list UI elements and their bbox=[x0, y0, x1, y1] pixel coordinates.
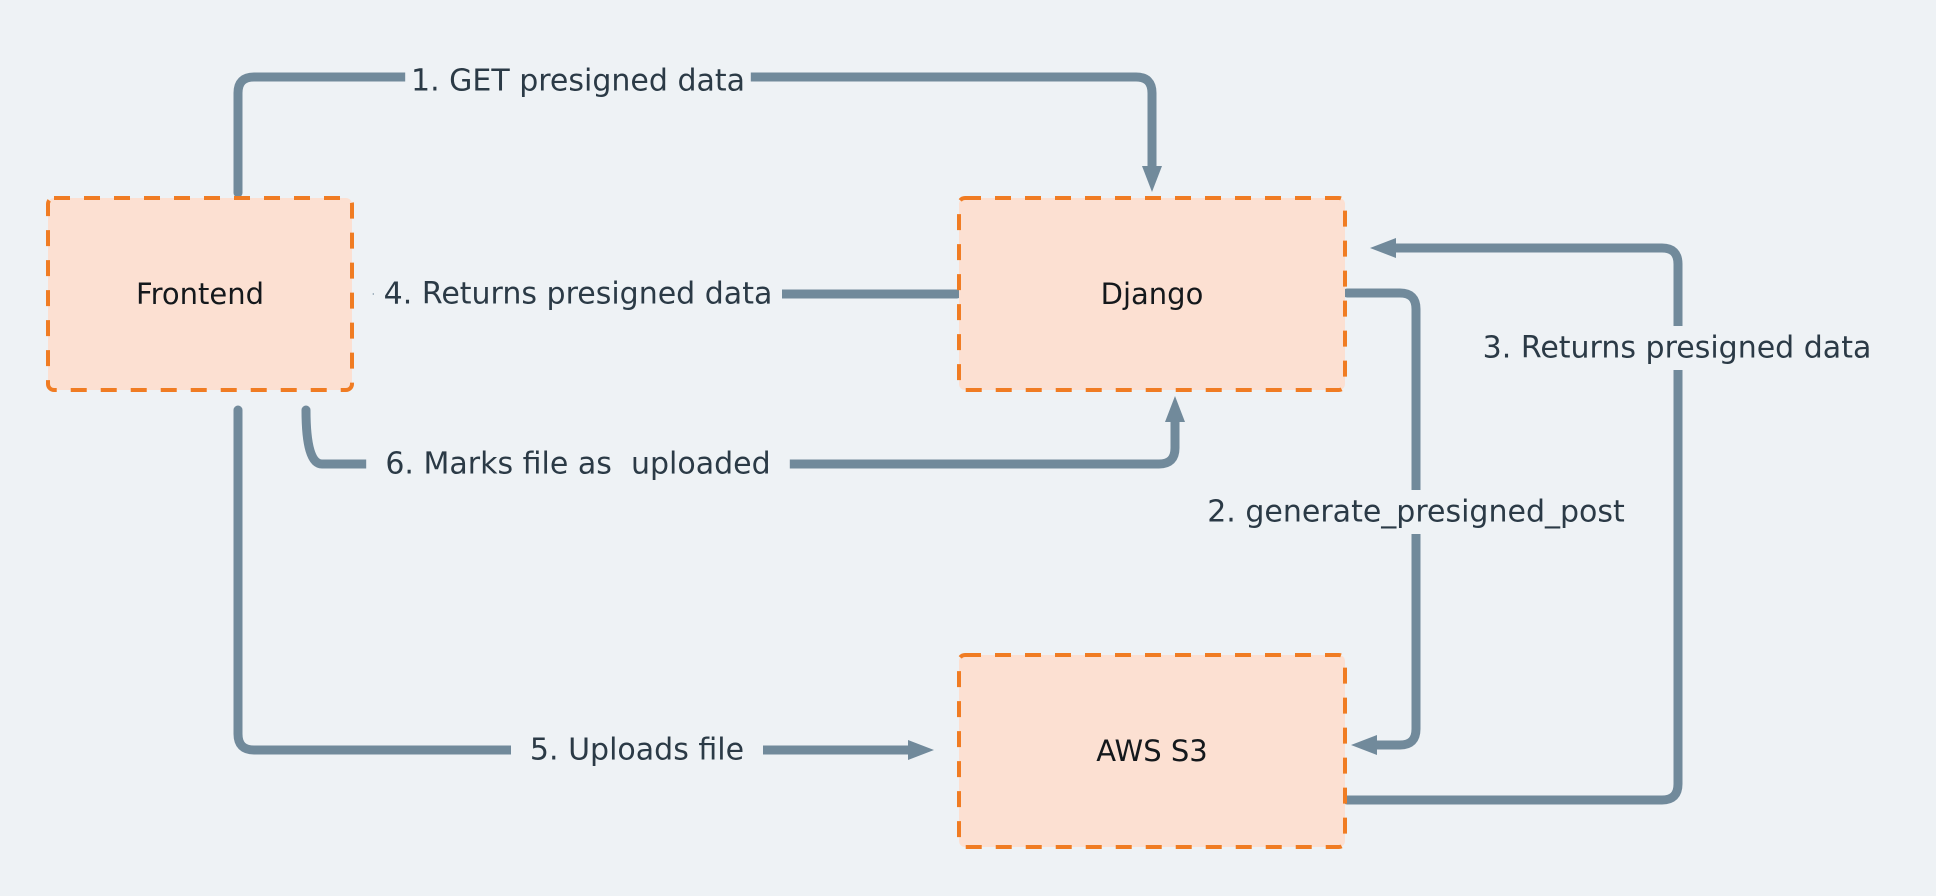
edge-label-3: 3. Returns presigned data bbox=[1483, 331, 1872, 366]
edge-label-backdrop-5 bbox=[511, 728, 763, 772]
edge-label-5: 5. Uploads file bbox=[530, 733, 744, 768]
edge-label-2: 2. generate_presigned_post bbox=[1207, 495, 1625, 530]
node-box-django[interactable] bbox=[957, 196, 1347, 392]
edges-layer bbox=[233, 72, 1683, 805]
edge-label-backdrop-3 bbox=[1473, 326, 1881, 370]
edge-3 bbox=[1342, 238, 1683, 805]
arrowhead-2 bbox=[1351, 735, 1377, 755]
edge-label-backdrop-2 bbox=[1204, 490, 1628, 534]
node-label-s3: AWS S3 bbox=[1096, 734, 1207, 768]
arrowhead-1 bbox=[1142, 166, 1162, 192]
edge-label-1: 1. GET presigned data bbox=[411, 64, 745, 99]
arrowhead-3 bbox=[1370, 238, 1396, 258]
edge-label-6: 6. Marks file as uploaded bbox=[385, 447, 770, 482]
node-box-frontend[interactable] bbox=[46, 196, 354, 392]
node-frontend[interactable]: Frontend bbox=[46, 196, 354, 392]
node-label-frontend: Frontend bbox=[136, 277, 264, 311]
edge-label-4: 4. Returns presigned data bbox=[384, 277, 773, 312]
node-django[interactable]: Django bbox=[957, 196, 1347, 392]
arrowhead-5 bbox=[908, 740, 934, 760]
edge-label-backdrop-4 bbox=[374, 272, 782, 316]
node-s3[interactable]: AWS S3 bbox=[957, 653, 1347, 849]
edge-label-backdrop-1 bbox=[405, 59, 751, 103]
edge-line-5 bbox=[233, 405, 915, 755]
edge-labels-layer: 1. GET presigned data 4. Returns presigne… bbox=[366, 59, 1881, 772]
edge-label-backdrop-6 bbox=[366, 442, 790, 486]
arrowhead-6 bbox=[1165, 396, 1185, 422]
node-label-django: Django bbox=[1101, 277, 1204, 311]
edge-5 bbox=[233, 405, 934, 760]
node-box-s3[interactable] bbox=[957, 653, 1347, 849]
edge-line-3 bbox=[1342, 243, 1683, 805]
